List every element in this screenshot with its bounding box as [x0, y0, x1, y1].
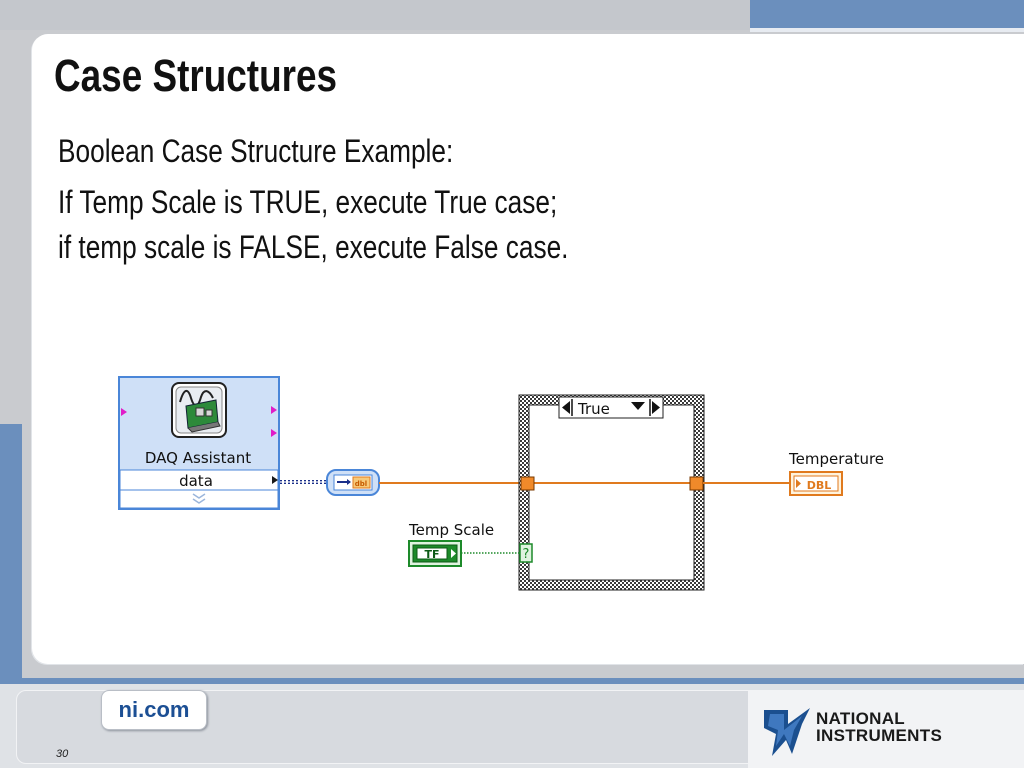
- header-accent-line: [750, 28, 1024, 32]
- chevron-down-icon[interactable]: [631, 402, 645, 410]
- bullet-false-case: if temp scale is FALSE, execute False ca…: [58, 229, 569, 265]
- daq-assistant-label: DAQ Assistant: [145, 449, 251, 467]
- output-tunnel[interactable]: [689, 476, 704, 491]
- input-tunnel[interactable]: [520, 476, 535, 491]
- daq-assistant-express-vi[interactable]: DAQ Assistant data: [118, 376, 280, 510]
- temperature-type: DBL: [807, 479, 832, 492]
- ni-com-label: ni.com: [118, 697, 190, 722]
- logo-line-national: NATIONAL: [816, 709, 905, 728]
- footer-accent-line: [0, 678, 1024, 684]
- national-instruments-logo-icon: [764, 708, 810, 756]
- header-strip: [0, 0, 750, 30]
- temperature-label: Temperature: [788, 450, 884, 468]
- temp-scale-control[interactable]: TF: [408, 540, 462, 567]
- daq-assistant-icon: [171, 382, 227, 438]
- temperature-indicator[interactable]: DBL: [789, 471, 843, 496]
- left-accent-bar: [0, 424, 22, 678]
- case-structure[interactable]: [518, 394, 705, 591]
- selector-terminal-symbol: ?: [523, 547, 530, 562]
- case-selector-value: True: [577, 400, 610, 418]
- header-accent-bar: [750, 0, 1024, 28]
- svg-text:dbl: dbl: [355, 480, 367, 488]
- page-number: 30: [56, 748, 69, 760]
- daq-data-terminal-label: data: [179, 472, 213, 490]
- increment-arrow-icon[interactable]: [652, 401, 660, 414]
- ni-com-link-button[interactable]: ni.com: [101, 690, 207, 730]
- temp-scale-label: Temp Scale: [408, 521, 494, 539]
- logo-line-instruments: INSTRUMENTS: [816, 726, 943, 745]
- bullet-intro: Boolean Case Structure Example:: [58, 133, 454, 169]
- bullet-true-case: If Temp Scale is TRUE, execute True case…: [58, 184, 558, 220]
- temp-scale-type: TF: [424, 548, 439, 561]
- expand-chevron-icon[interactable]: [192, 493, 206, 504]
- decrement-arrow-icon[interactable]: [562, 401, 570, 414]
- national-instruments-wordmark: NATIONAL INSTRUMENTS: [816, 710, 942, 744]
- convert-from-dynamic-data-icon[interactable]: dbl: [326, 469, 380, 496]
- case-selector-terminal[interactable]: ?: [519, 543, 533, 563]
- case-selector[interactable]: True: [558, 396, 664, 419]
- slide-title: Case Structures: [54, 50, 338, 101]
